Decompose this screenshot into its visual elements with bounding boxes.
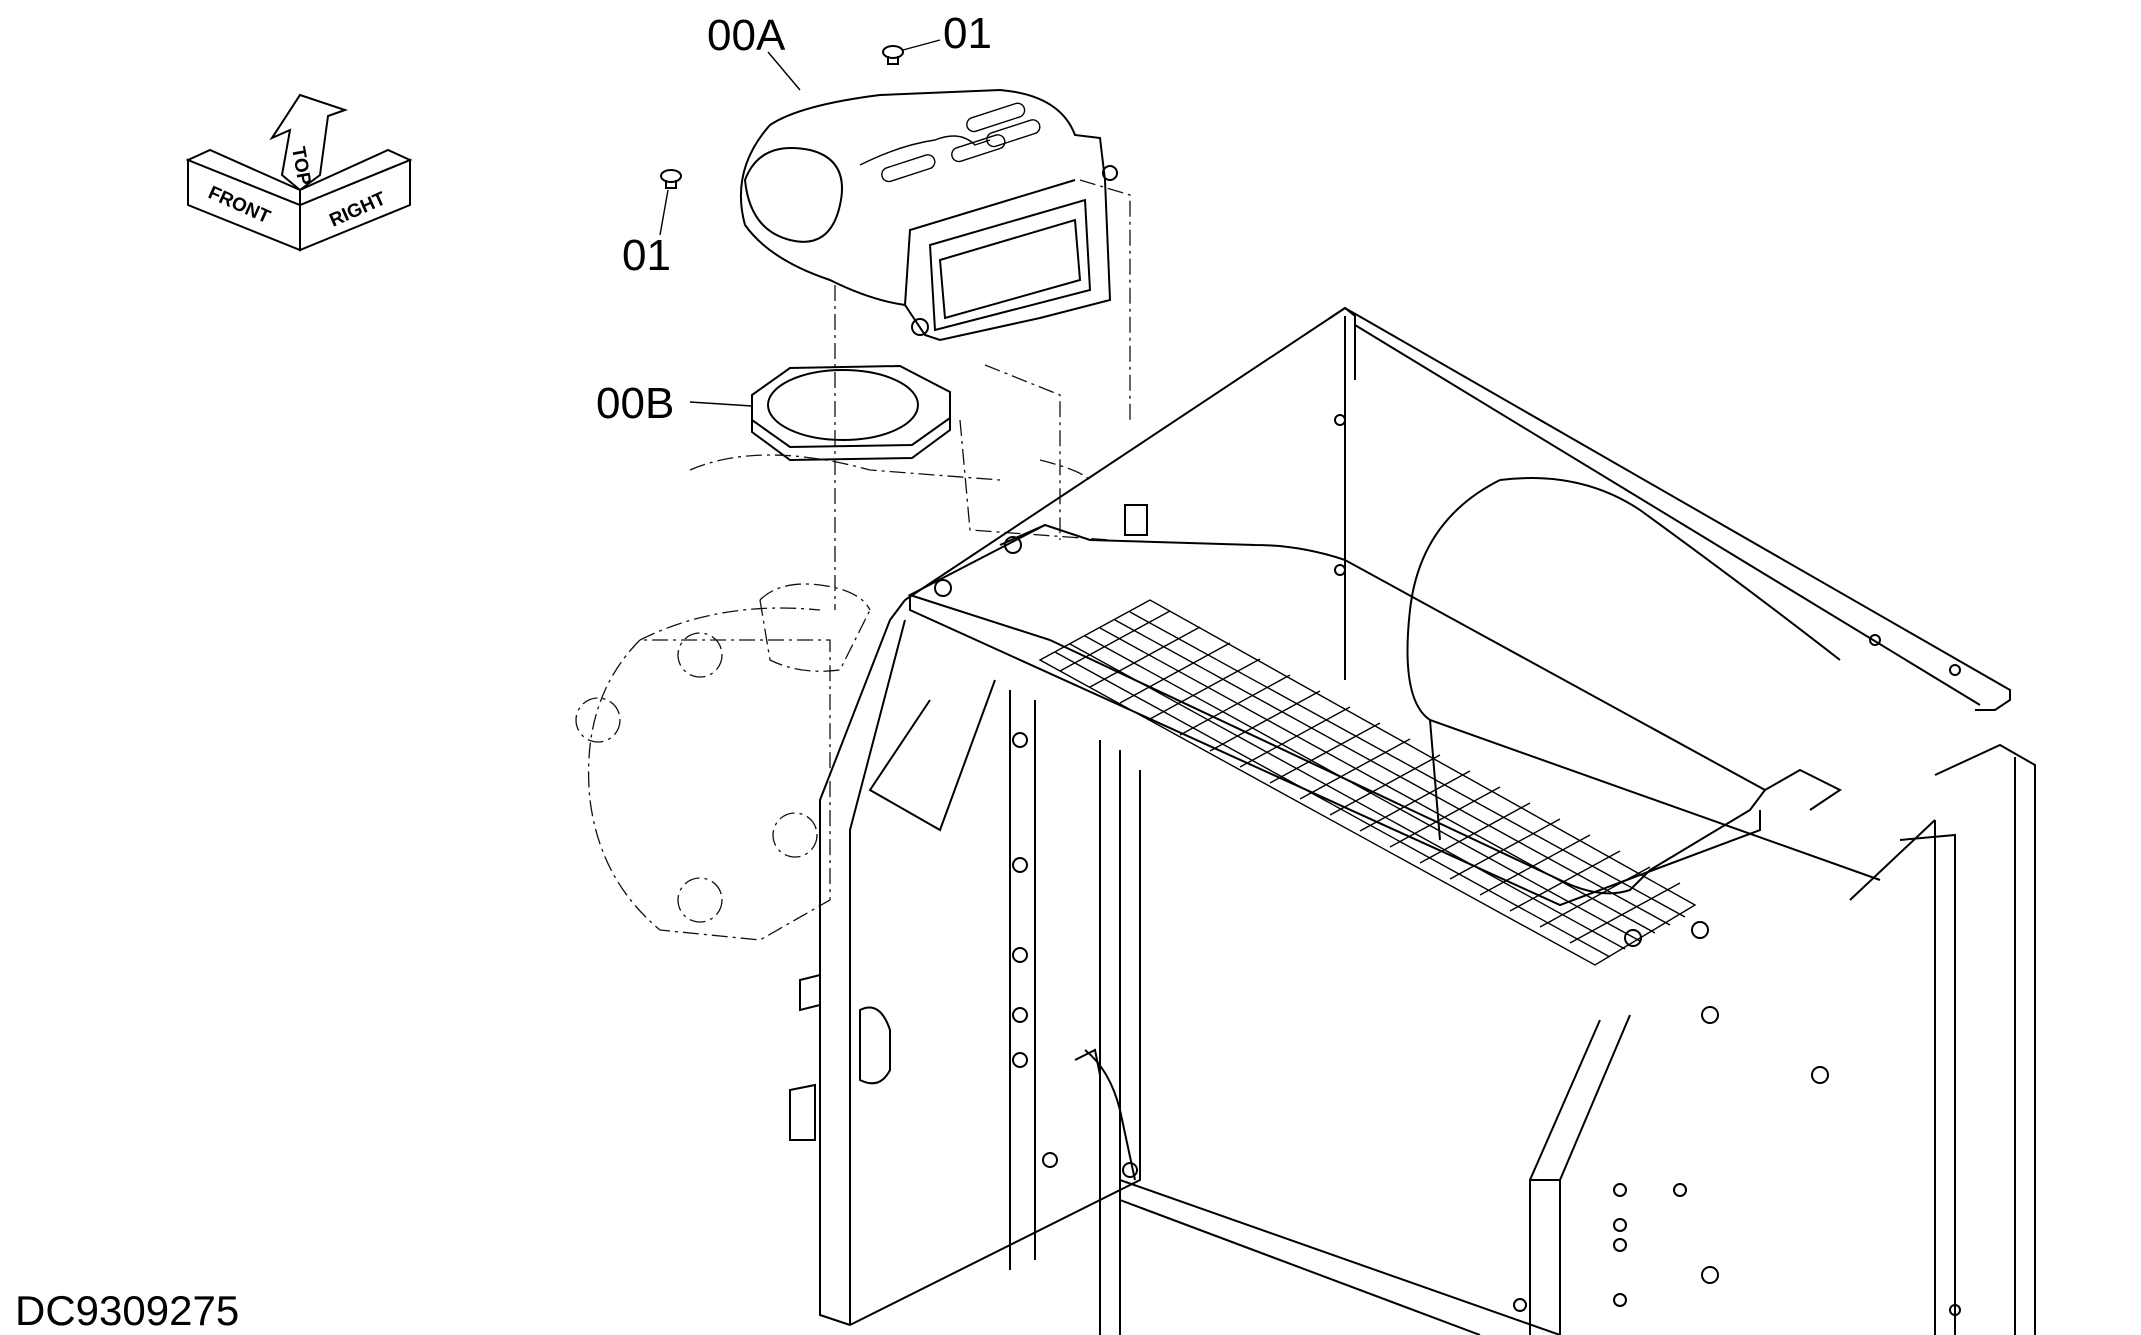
callout-00B: 00B (596, 379, 674, 428)
callout-01-left: 01 (622, 231, 671, 280)
drawing-number: DC9309275 (15, 1287, 239, 1334)
leader-lines (659, 39, 941, 407)
orientation-arrows-icon: FRONT RIGHT TOP (185, 93, 413, 252)
screw-01-left-icon (660, 169, 682, 189)
engine-ghost-outline (575, 179, 1131, 941)
grille-mesh-icon (1038, 599, 1697, 966)
gasket-00B (751, 364, 951, 462)
screw-01-top-icon (882, 45, 904, 65)
radiator-frame (789, 306, 2036, 1335)
duct-00A (739, 88, 1118, 342)
callout-00A: 00A (707, 11, 786, 60)
callout-01-top: 01 (943, 9, 992, 58)
